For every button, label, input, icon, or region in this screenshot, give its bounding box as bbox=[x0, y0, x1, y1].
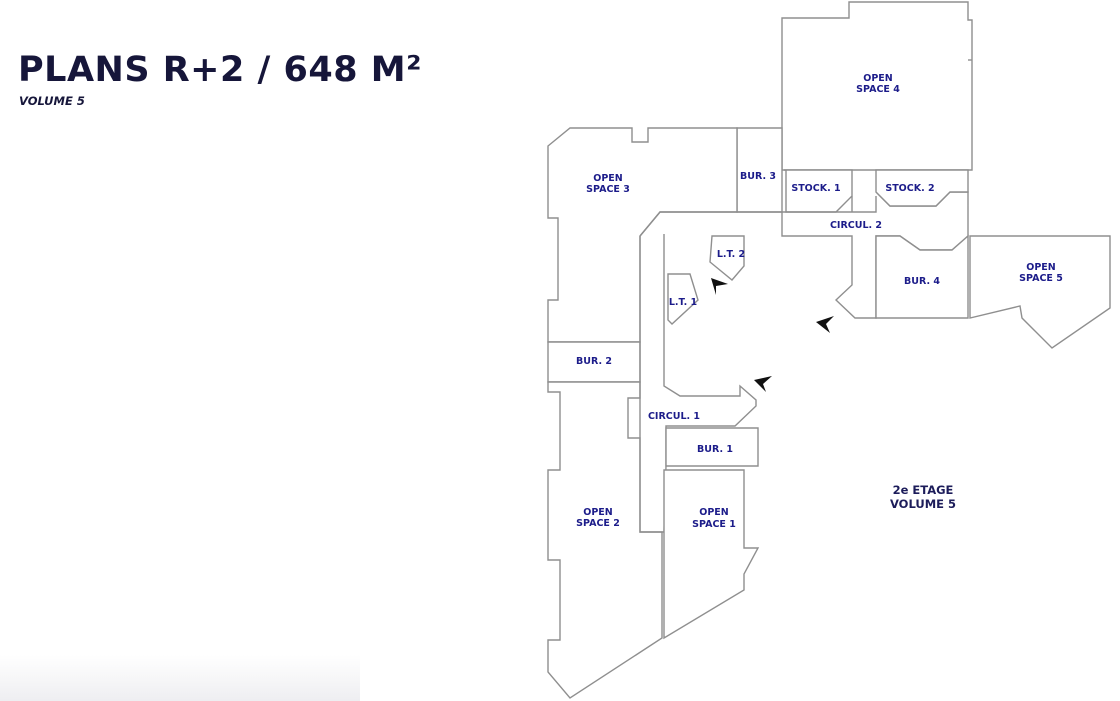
wall-stock-1 bbox=[784, 169, 853, 213]
label-circul-2: CIRCUL. 2 bbox=[830, 220, 882, 231]
label-open-space-3-line2: SPACE 3 bbox=[586, 184, 630, 195]
label-open-space-3-line1: OPEN bbox=[593, 173, 623, 184]
label-floor-line2: VOLUME 5 bbox=[890, 497, 956, 511]
wall-open-space-5 bbox=[969, 235, 1111, 349]
wall-open-space-2 bbox=[547, 381, 663, 699]
wall-bur-3 bbox=[736, 127, 783, 213]
label-bur-3: BUR. 3 bbox=[740, 171, 776, 182]
label-open-space-5-line1: OPEN bbox=[1026, 262, 1056, 273]
arrow-marker-2 bbox=[816, 316, 834, 333]
label-open-space-4-line2: SPACE 4 bbox=[856, 84, 900, 95]
label-lt-1: L.T. 1 bbox=[669, 297, 697, 308]
label-open-space-2-line1: OPEN bbox=[583, 507, 613, 518]
label-bur-4: BUR. 4 bbox=[904, 276, 940, 287]
wall-open-space-3 bbox=[547, 127, 738, 343]
arrow-marker-1 bbox=[711, 278, 728, 295]
page-title: PLANS R+2 / 648 M² bbox=[18, 50, 422, 90]
label-bur-1: BUR. 1 bbox=[697, 444, 733, 455]
label-open-space-4-line1: OPEN bbox=[863, 73, 893, 84]
wall-bur-1 bbox=[665, 427, 759, 467]
label-stock-1: STOCK. 1 bbox=[791, 183, 840, 194]
wall-lt-1 bbox=[667, 273, 699, 325]
label-lt-2: L.T. 2 bbox=[717, 249, 745, 260]
label-stock-2: STOCK. 2 bbox=[885, 183, 934, 194]
wall-lt-2 bbox=[709, 235, 745, 281]
label-floor-line1: 2e ETAGE bbox=[893, 483, 954, 497]
page-subtitle: VOLUME 5 bbox=[19, 94, 85, 108]
label-bur-2: BUR. 2 bbox=[576, 356, 612, 367]
arrow-marker-3 bbox=[754, 376, 772, 392]
bottom-fade bbox=[0, 655, 360, 701]
label-open-space-1-line1: OPEN bbox=[699, 507, 729, 518]
wall-corridor-inner bbox=[627, 234, 757, 533]
label-open-space-5-line2: SPACE 5 bbox=[1019, 273, 1063, 284]
label-circul-1: CIRCUL. 1 bbox=[648, 411, 700, 422]
label-open-space-2-line2: SPACE 2 bbox=[576, 518, 620, 529]
wall-open-space-1 bbox=[663, 469, 760, 640]
wall-stock-2 bbox=[875, 169, 969, 207]
label-open-space-1-line2: SPACE 1 bbox=[692, 519, 736, 530]
wall-circul-2 bbox=[782, 196, 877, 213]
wall-bur-4 bbox=[875, 234, 969, 319]
